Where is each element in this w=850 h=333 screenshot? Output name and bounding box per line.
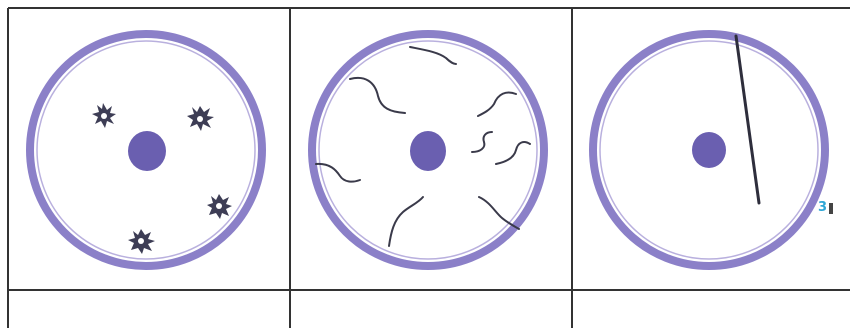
panel-3-cell [593,34,825,266]
artifact-label: 3 [818,201,827,215]
panel-2-nucleus [410,131,446,171]
panel-1-cell [30,34,262,266]
panel-3-nucleus [692,132,726,168]
artifact-label-bar [829,203,833,214]
panel-2-cell [312,34,544,266]
panel-1-nucleus [128,131,166,171]
